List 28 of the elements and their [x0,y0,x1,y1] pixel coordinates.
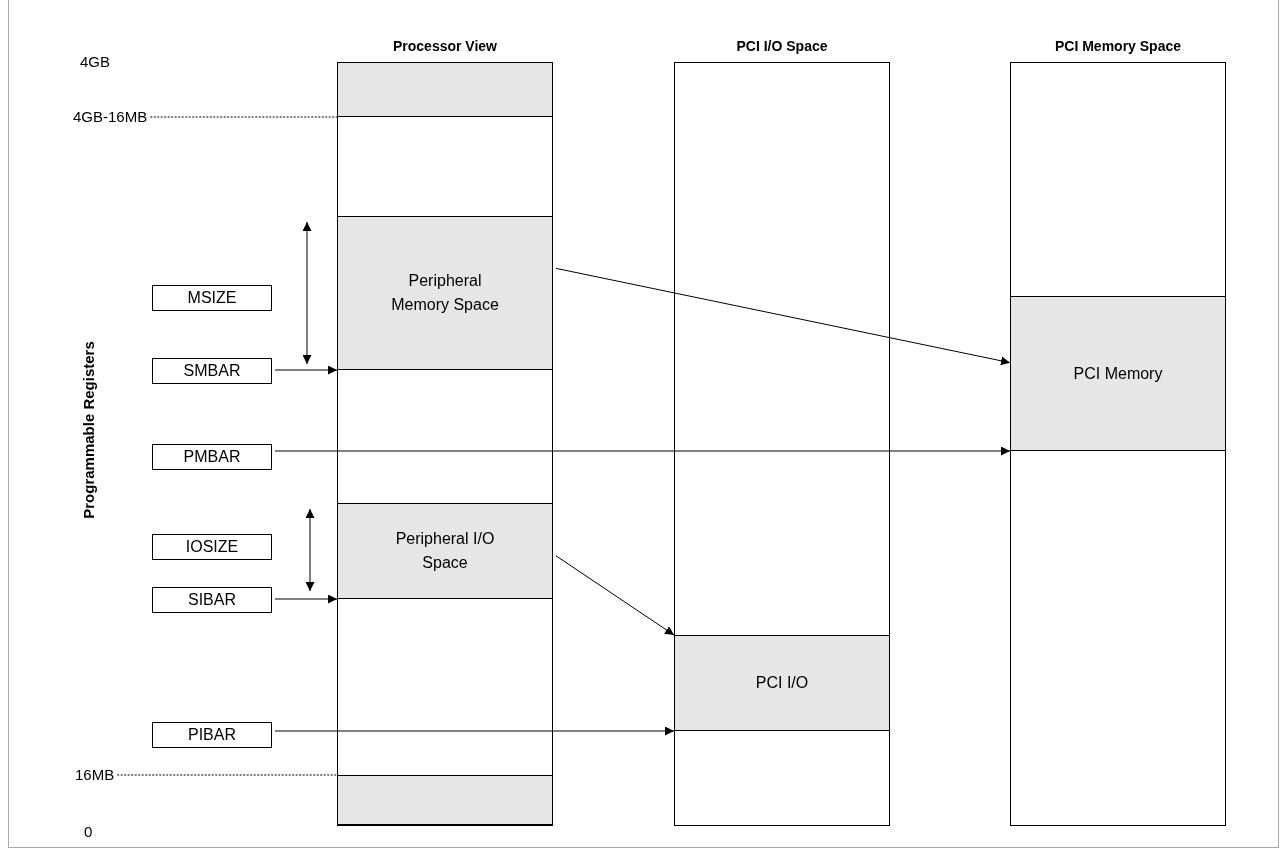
memory-region [337,62,553,117]
memory-region: Peripheral Memory Space [337,216,553,370]
arrow [274,726,675,736]
column-heading: PCI I/O Space [736,38,828,54]
arrow [555,267,1011,366]
leader-line [116,774,338,776]
column-heading: Processor View [393,38,497,54]
address-label: 0 [84,823,93,840]
register-box: MSIZE [152,285,272,311]
memory-region [337,775,553,825]
memory-region: Peripheral I/O Space [337,503,553,599]
leader-line [149,116,338,118]
address-label: 4GB [80,53,110,70]
register-box: IOSIZE [152,534,272,560]
address-label: 16MB [75,766,115,783]
axis-title: Programmable Registers [79,341,97,519]
memory-region: PCI Memory [1010,296,1226,451]
register-box: SIBAR [152,587,272,613]
register-box: PIBAR [152,722,272,748]
arrow [274,594,338,604]
register-box: SMBAR [152,358,272,384]
register-box: PMBAR [152,444,272,470]
arrow [274,365,338,375]
column-heading: PCI Memory Space [1054,38,1182,54]
memory-region: PCI I/O [674,635,890,731]
arrow [555,555,675,636]
arrow [274,446,1011,456]
address-label: 4GB-16MB [73,108,148,125]
